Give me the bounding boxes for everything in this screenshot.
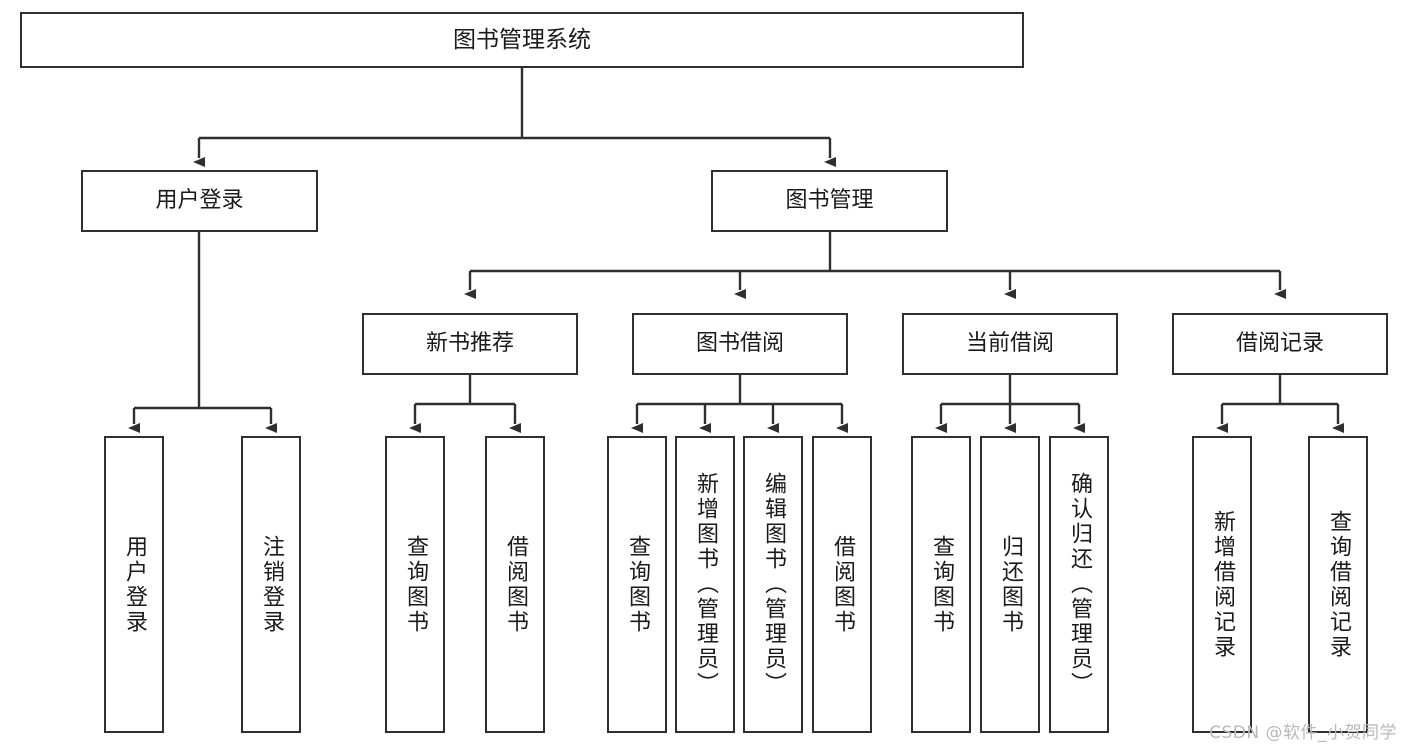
node-leaf-bb-query-book[interactable]: 查询图书: [607, 436, 667, 733]
node-book-manage[interactable]: 图书管理: [711, 170, 948, 232]
node-user-login[interactable]: 用户登录: [81, 170, 318, 232]
node-leaf-bb-add-book-admin[interactable]: 新增图书（管理员）: [675, 436, 735, 733]
node-leaf-bb-borrow-book-label: 借阅图书: [830, 534, 855, 635]
node-leaf-logout[interactable]: 注销登录: [241, 436, 301, 733]
node-current-borrow[interactable]: 当前借阅: [902, 313, 1118, 375]
node-borrow-record[interactable]: 借阅记录: [1172, 313, 1388, 375]
node-leaf-cb-confirm-return-admin-label: 确认归还（管理员）: [1067, 472, 1092, 697]
node-book-borrow-label: 图书借阅: [695, 330, 784, 356]
node-leaf-nb-borrow-book-label: 借阅图书: [503, 534, 528, 635]
node-leaf-user-login-label: 用户登录: [122, 534, 147, 635]
node-leaf-br-query-record-label: 查询借阅记录: [1326, 509, 1351, 660]
node-current-borrow-label: 当前借阅: [965, 330, 1054, 356]
node-leaf-bb-add-book-admin-label: 新增图书（管理员）: [693, 472, 718, 697]
node-new-book-recommend[interactable]: 新书推荐: [362, 313, 578, 375]
node-leaf-cb-return-book[interactable]: 归还图书: [980, 436, 1040, 733]
node-leaf-nb-query-book[interactable]: 查询图书: [385, 436, 445, 733]
node-leaf-logout-label: 注销登录: [259, 534, 284, 635]
node-user-login-label: 用户登录: [155, 187, 244, 213]
node-book-manage-label: 图书管理: [785, 187, 874, 213]
node-leaf-br-add-record-label: 新增借阅记录: [1210, 509, 1235, 660]
node-leaf-cb-query-book[interactable]: 查询图书: [911, 436, 971, 733]
node-borrow-record-label: 借阅记录: [1235, 330, 1324, 356]
watermark-text: CSDN @软件_小贺同学: [1209, 723, 1397, 743]
node-leaf-bb-borrow-book[interactable]: 借阅图书: [812, 436, 872, 733]
node-leaf-bb-edit-book-admin[interactable]: 编辑图书（管理员）: [743, 436, 803, 733]
node-book-borrow[interactable]: 图书借阅: [632, 313, 848, 375]
node-root-system-label: 图书管理系统: [453, 26, 591, 53]
node-leaf-br-add-record[interactable]: 新增借阅记录: [1192, 436, 1252, 733]
node-root-system[interactable]: 图书管理系统: [20, 12, 1024, 68]
node-leaf-bb-query-book-label: 查询图书: [625, 534, 650, 635]
node-new-book-recommend-label: 新书推荐: [425, 330, 514, 356]
node-leaf-nb-query-book-label: 查询图书: [403, 534, 428, 635]
node-leaf-cb-return-book-label: 归还图书: [998, 534, 1023, 635]
node-leaf-cb-query-book-label: 查询图书: [929, 534, 954, 635]
node-leaf-bb-edit-book-admin-label: 编辑图书（管理员）: [761, 472, 786, 697]
node-leaf-cb-confirm-return-admin[interactable]: 确认归还（管理员）: [1049, 436, 1109, 733]
node-leaf-br-query-record[interactable]: 查询借阅记录: [1308, 436, 1368, 733]
node-leaf-nb-borrow-book[interactable]: 借阅图书: [485, 436, 545, 733]
node-leaf-user-login[interactable]: 用户登录: [104, 436, 164, 733]
